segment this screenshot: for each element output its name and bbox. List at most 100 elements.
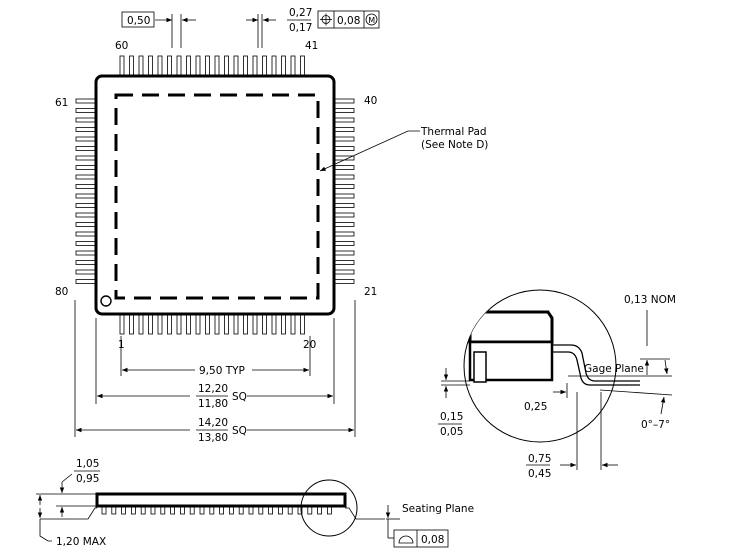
lead-top <box>271 55 277 78</box>
lead-left <box>75 184 98 189</box>
lead-top <box>290 55 296 78</box>
lead-right <box>332 260 355 265</box>
lead-left <box>75 155 98 161</box>
lead-bottom <box>119 312 125 335</box>
lead-right <box>332 117 355 123</box>
package-body <box>94 74 336 316</box>
foot-height-max: 0,15 <box>440 411 463 423</box>
lead-left <box>75 269 98 275</box>
lead-top <box>214 55 220 78</box>
lead-top <box>233 55 239 78</box>
pin-number-21: 21 <box>364 286 377 298</box>
lead-left <box>75 174 98 180</box>
body-size-max: 12,20 <box>198 383 228 395</box>
lead-left <box>75 146 98 151</box>
body-size-min: 11,80 <box>198 398 228 410</box>
pin-number-40: 40 <box>364 95 377 107</box>
foot-length-min: 0,45 <box>528 468 551 480</box>
coplanarity-frame: 0,08 <box>393 529 449 548</box>
lead-bottom <box>186 312 191 335</box>
lead-bottom <box>262 312 267 335</box>
lead-left <box>75 260 98 265</box>
foot-length-max: 0,75 <box>528 453 551 465</box>
lead-top <box>281 55 286 78</box>
lead-top <box>186 55 191 78</box>
lead-bottom <box>233 312 239 335</box>
foot-height-min: 0,05 <box>440 426 463 438</box>
pin-number-41: 41 <box>305 40 318 52</box>
pitch-box <box>121 11 155 28</box>
lead-top <box>167 55 172 78</box>
pin1-indicator <box>100 295 112 307</box>
body-height-min: 0,95 <box>76 473 99 485</box>
lead-right <box>332 269 355 275</box>
lead-top <box>119 55 125 78</box>
lead-right <box>332 212 355 218</box>
lead-top <box>300 55 305 78</box>
position-symbol-icon <box>320 13 332 26</box>
total-height: 1,20 MAX <box>56 536 106 548</box>
lead-right <box>332 193 355 199</box>
lead-bottom <box>243 312 248 335</box>
lead-right <box>332 136 355 142</box>
lead-right <box>332 108 355 113</box>
lead-right <box>332 174 355 180</box>
lead-width-max: 0,27 <box>289 7 312 19</box>
lead-left <box>75 165 98 170</box>
position-tolerance-frame: 0,08 M <box>317 10 380 29</box>
lead-right <box>332 165 355 170</box>
lead-right <box>332 127 355 132</box>
lead-left <box>75 193 98 199</box>
lead-bottom <box>281 312 286 335</box>
lead-top <box>224 55 229 78</box>
seating-plane-label: Seating Plane <box>402 503 474 515</box>
lead-top <box>129 55 134 78</box>
lead-left <box>75 231 98 237</box>
side-detail-circle <box>300 479 358 537</box>
lead-right <box>332 98 355 104</box>
lead-bottom <box>205 312 210 335</box>
lead-bottom <box>157 312 163 335</box>
coplanarity-value: 0,08 <box>421 534 444 546</box>
body-height-max: 1,05 <box>76 458 99 470</box>
lead-bottom <box>300 312 305 335</box>
lead-top <box>138 55 144 78</box>
gage-plane-label: Gage Plane <box>584 363 644 375</box>
body-sq-label: SQ <box>232 391 247 403</box>
lead-bottom <box>271 312 277 335</box>
lead-right <box>332 184 355 189</box>
lead-left <box>75 136 98 142</box>
lead-width-min: 0,17 <box>289 22 312 34</box>
lead-bottom <box>290 312 296 335</box>
lead-bottom <box>195 312 201 335</box>
overall-size-min: 13,80 <box>198 432 228 444</box>
lead-left <box>75 212 98 218</box>
typ-dimension: 9,50 TYP <box>199 365 245 377</box>
pitch-value: 0,50 <box>127 15 150 27</box>
nom-dimension: 0,13 NOM <box>624 294 676 306</box>
lead-bottom <box>148 312 153 335</box>
gage-dimension: 0,25 <box>524 401 547 413</box>
lead-top <box>148 55 153 78</box>
lead-right <box>332 222 355 227</box>
lead-bottom <box>138 312 144 335</box>
lead-detail <box>463 289 640 443</box>
lead-top <box>195 55 201 78</box>
lead-top <box>243 55 248 78</box>
pin-number-80: 80 <box>55 286 68 298</box>
thermal-pad-label: Thermal Pad <box>420 126 487 138</box>
lead-top <box>157 55 163 78</box>
lead-right <box>332 146 355 151</box>
lead-left <box>75 108 98 113</box>
lead-left <box>75 203 98 208</box>
lead-bottom <box>252 312 258 335</box>
lead-left <box>75 279 98 284</box>
mmc-modifier: M <box>368 16 375 25</box>
lead-left <box>75 222 98 227</box>
lead-top <box>176 55 182 78</box>
lead-left <box>75 250 98 256</box>
lead-left <box>75 98 98 104</box>
lead-right <box>332 250 355 256</box>
lead-bottom <box>224 312 229 335</box>
